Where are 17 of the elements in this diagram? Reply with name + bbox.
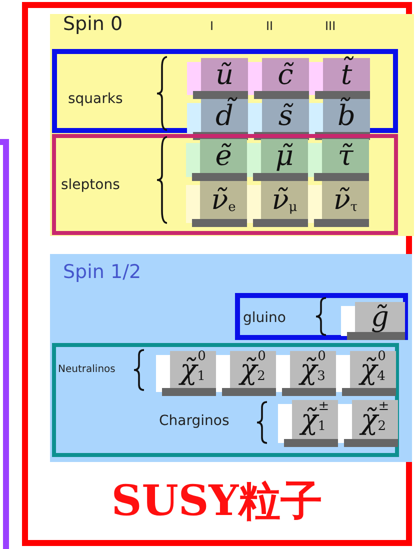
outer-frame xyxy=(22,2,412,546)
group-outline xyxy=(52,134,398,235)
group-label: Charginos xyxy=(159,414,230,430)
title-text: SUSY粒子 xyxy=(110,478,324,524)
column-numeral: III xyxy=(325,20,336,34)
column-numeral: I xyxy=(210,20,214,34)
group-label: gluino xyxy=(243,311,286,326)
panel-heading: Spin 0 xyxy=(63,14,123,35)
column-numeral: II xyxy=(266,20,274,34)
panel-heading: Spin 1/2 xyxy=(63,262,142,283)
group-outline xyxy=(52,343,399,457)
group-label: squarks xyxy=(68,92,123,108)
group-label: sleptons xyxy=(61,178,120,194)
group-label: Neutralinos xyxy=(58,364,116,375)
panel xyxy=(50,14,414,236)
group-outline xyxy=(235,293,408,340)
panel xyxy=(50,254,412,462)
